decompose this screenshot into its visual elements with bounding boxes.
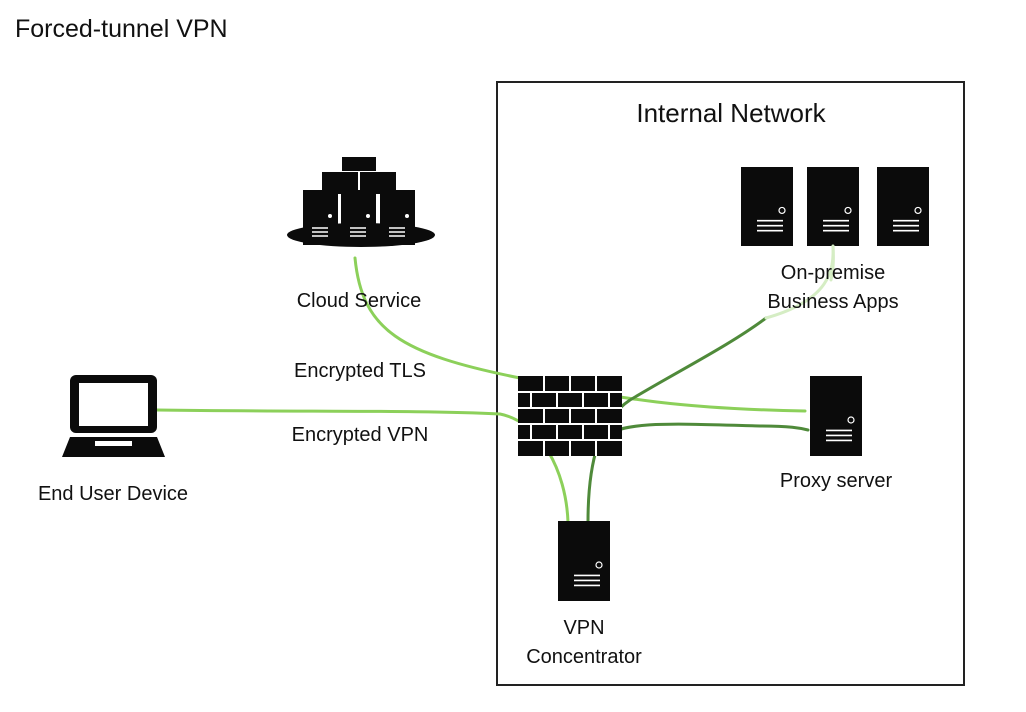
- end-user-device-label: End User Device: [37, 483, 189, 505]
- proxy-server-label: Proxy server: [779, 470, 893, 492]
- line-business-apps-stub-top: [829, 244, 835, 282]
- business-apps-label-line1: On-premise: [780, 262, 886, 284]
- vpn-line-device-to-concentrator: [155, 408, 570, 524]
- vpn-concentrator-icon: [558, 521, 610, 601]
- internal-network-label: Internal Network: [636, 98, 826, 128]
- page-title: Forced-tunnel VPN: [15, 15, 228, 43]
- business-app-server-3-icon: [877, 167, 929, 246]
- laptop-icon: [62, 375, 165, 457]
- vpn-concentrator-label-line1: VPN: [563, 617, 605, 639]
- business-app-server-1-icon: [741, 167, 793, 246]
- business-app-server-2-icon: [807, 167, 859, 246]
- line-firewall-to-proxy: [602, 422, 810, 440]
- business-apps-label-line2: Business Apps: [767, 291, 899, 313]
- firewall-brick-icon: [518, 376, 622, 456]
- vpn-concentrator-label-line2: Concentrator: [526, 646, 642, 668]
- encrypted-tls-label: Encrypted TLS: [294, 360, 426, 382]
- line-business-apps-to-concentrator: [586, 316, 768, 524]
- proxy-server-icon: [810, 376, 862, 456]
- encrypted-vpn-label: Encrypted VPN: [291, 424, 429, 446]
- vpn-concentrator-label: VPN Concentrator: [526, 614, 642, 672]
- cloud-service-label: Cloud Service: [296, 290, 422, 312]
- cloud-server-cluster-icon: [287, 157, 435, 247]
- internal-network-boundary: [496, 81, 965, 686]
- business-apps-label: On-premise Business Apps: [767, 259, 898, 317]
